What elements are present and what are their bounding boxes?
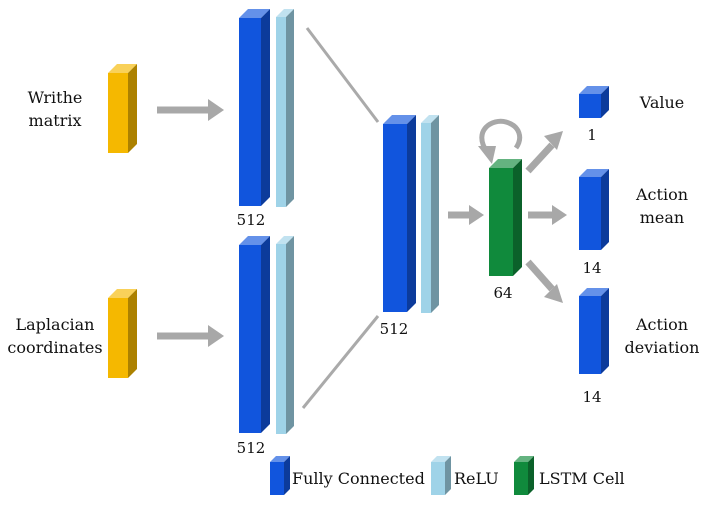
laplacian-input-block-front [108, 298, 128, 378]
blocks [108, 9, 609, 495]
legend-fully-connected-label: Fully Connected [292, 469, 425, 488]
lstm-recurrent-arrowhead [478, 146, 496, 164]
writhe-input-block [108, 64, 137, 153]
lstm-block-front [489, 168, 513, 276]
connector-bottom-to-merge [301, 315, 380, 409]
fc-merge-block [383, 115, 416, 312]
legend-lstm-swatch-side [528, 456, 534, 495]
action-deviation-block-side [601, 288, 609, 374]
legend-fully-connected-swatch [270, 456, 290, 495]
relu-top-block [276, 9, 294, 207]
fc-top-size: 512 [237, 211, 266, 229]
writhe-label-line2: matrix [29, 111, 82, 130]
relu-merge-block [421, 115, 439, 313]
legend-fully-connected-swatch-side [284, 456, 290, 495]
labels: Writhe matrix Laplacian coordinates 512 … [7, 88, 699, 488]
connector-top-to-merge [305, 27, 380, 123]
arrowhead-lstm-to-value [544, 131, 563, 150]
arrowhead-merge-to-lstm [469, 205, 484, 225]
fc-merge-size: 512 [380, 320, 409, 338]
legend-lstm-label: LSTM Cell [539, 469, 625, 488]
value-block-side [601, 86, 609, 118]
action-deviation-block-front [579, 296, 601, 374]
fc-bottom-block-side [261, 236, 270, 433]
relu-bottom-block-top [276, 236, 294, 244]
fc-top-block-front [239, 18, 261, 206]
legend-fully-connected-swatch-top [270, 456, 290, 462]
fc-top-block [239, 9, 270, 206]
fc-top-block-side [261, 9, 270, 206]
laplacian-input-block-top [108, 289, 137, 298]
relu-merge-block-top [421, 115, 439, 123]
relu-top-block-front [276, 17, 286, 207]
arrow-lstm-to-value [525, 142, 555, 174]
relu-top-block-top [276, 9, 294, 17]
relu-bottom-block-front [276, 244, 286, 434]
mean-label-line2: mean [640, 208, 684, 227]
fc-bottom-block-front [239, 245, 261, 433]
arrowhead-lstm-to-deviation [544, 284, 563, 303]
fc-top-block-top [239, 9, 270, 18]
legend-relu-swatch [431, 456, 451, 495]
value-label: Value [639, 93, 685, 112]
relu-merge-block-side [431, 115, 439, 313]
fc-bottom-block [239, 236, 270, 433]
arrowhead-laplacian-to-fc [208, 325, 224, 347]
value-block [579, 86, 609, 118]
mean-size: 14 [582, 259, 601, 277]
legend-relu-swatch-top [431, 456, 451, 462]
relu-top-block-side [286, 9, 294, 207]
legend-relu-swatch-front [431, 462, 445, 495]
legend-relu-swatch-side [445, 456, 451, 495]
lstm-block-top [489, 159, 522, 168]
connector-lines [301, 27, 380, 409]
arrow-lstm-to-deviation [525, 259, 555, 292]
legend-lstm-swatch-top [514, 456, 534, 462]
action-mean-block-top [579, 169, 609, 177]
action-deviation-block-top [579, 288, 609, 296]
laplacian-label-line1: Laplacian [16, 315, 95, 334]
writhe-label-line1: Writhe [28, 88, 83, 107]
action-mean-block [579, 169, 609, 250]
fc-merge-block-top [383, 115, 416, 124]
relu-bottom-block [276, 236, 294, 434]
lstm-block [489, 159, 522, 276]
value-size: 1 [587, 126, 597, 144]
fc-bottom-size: 512 [237, 439, 266, 457]
value-block-front [579, 94, 601, 118]
legend-fully-connected-swatch-front [270, 462, 284, 495]
arrows [157, 99, 567, 347]
writhe-input-block-top [108, 64, 137, 73]
laplacian-label-line2: coordinates [7, 338, 102, 357]
mean-label-line1: Action [635, 185, 688, 204]
action-mean-block-side [601, 169, 609, 250]
legend-lstm-swatch [514, 456, 534, 495]
laplacian-input-block [108, 289, 137, 378]
action-deviation-block [579, 288, 609, 374]
legend-relu-label: ReLU [454, 469, 499, 488]
lstm-block-side [513, 159, 522, 276]
arrowhead-writhe-to-fc [208, 99, 224, 121]
legend-lstm-swatch-front [514, 462, 528, 495]
fc-bottom-block-top [239, 236, 270, 245]
laplacian-input-block-side [128, 289, 137, 378]
fc-merge-block-front [383, 124, 407, 312]
deviation-label-line2: deviation [625, 338, 700, 357]
deviation-size: 14 [582, 388, 601, 406]
action-mean-block-front [579, 177, 601, 250]
writhe-input-block-side [128, 64, 137, 153]
fc-merge-block-side [407, 115, 416, 312]
lstm-size: 64 [493, 284, 512, 302]
arrowhead-lstm-to-mean [552, 205, 567, 225]
relu-bottom-block-side [286, 236, 294, 434]
writhe-input-block-front [108, 73, 128, 153]
value-block-top [579, 86, 609, 94]
deviation-label-line1: Action [635, 315, 688, 334]
lstm-recurrent-loop [479, 118, 523, 154]
relu-merge-block-front [421, 123, 431, 313]
